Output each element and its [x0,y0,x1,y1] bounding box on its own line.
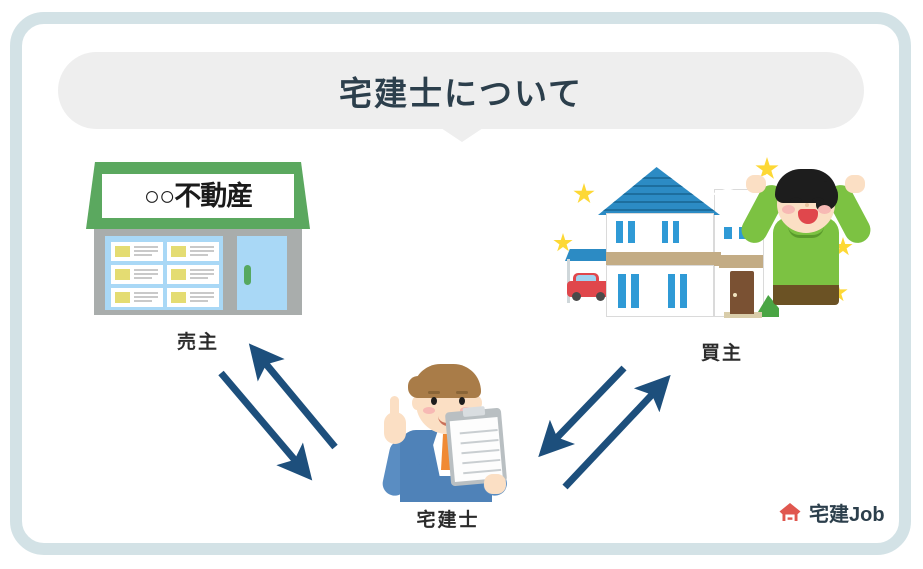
red-car-icon [567,273,611,301]
house-balcony-band [606,252,721,266]
listing-card [167,288,219,307]
listing-line [190,277,208,279]
listing-card [111,242,163,261]
clipboard-line [459,429,498,435]
house-window [629,272,641,310]
listing-line [190,300,208,302]
clipboard-clamp [462,406,486,417]
house-front-door [730,271,754,314]
listing-card [167,265,219,284]
agent-eye [431,397,437,405]
house-entry-band [719,255,763,268]
carport-roof [565,249,613,261]
house-window [678,272,689,310]
buyer-eye [790,197,802,207]
agent-eyebrow [428,391,440,394]
agent-eye [459,397,465,405]
listing-line [190,292,214,294]
buyer-eye [812,197,824,207]
listing-line [190,273,214,275]
listing-line [190,296,214,298]
agent-right-hand [484,474,506,494]
listing-line [134,254,152,256]
logo-text: 宅建Job [809,503,885,526]
sparkle-star-icon [573,183,595,204]
clipboard-line [460,439,499,445]
listing-line [134,300,152,302]
agent-left-hand [384,412,406,444]
listing-line [134,269,158,271]
listing-photo [115,269,130,280]
listing-line [134,273,158,275]
listing-photo [171,269,186,280]
listing-line [190,250,214,252]
house-window [626,219,637,245]
clipboard-line [461,448,500,455]
listing-line [134,250,158,252]
car-wheel [572,292,581,301]
listing-photo [171,292,186,303]
real-estate-store-icon: ○○不動産 [86,162,310,315]
buyer-label: 買主 [700,343,743,364]
store-sign-text: ○○不動産 [143,180,254,211]
door-knob [733,293,737,297]
buyer-right-hand [845,175,865,193]
listing-card [111,288,163,307]
page-title: 宅建士について [338,74,583,112]
agent-eyebrow [456,391,468,394]
car-window [576,275,596,283]
brand-logo[interactable]: 宅建Job [778,500,885,526]
happy-buyer-person-icon [736,159,876,319]
real-estate-agent-with-clipboard-icon [368,352,528,502]
listing-line [134,277,152,279]
listing-photo [115,246,130,257]
agent-pointing-finger [390,396,399,418]
clipboard-paper [449,417,503,482]
agent-label: 宅建士 [416,510,480,531]
house-window [614,219,625,245]
buyer-mouth [798,209,818,224]
buyer-nose [805,203,809,207]
house-icon [598,167,779,318]
house-logo-icon [779,503,801,521]
house-doorstep [724,312,762,318]
house-window [660,219,670,245]
house-and-happy-buyer-icon [553,155,876,325]
agent-hair-side [408,376,424,398]
title-speech-bubble: 宅建士について [58,52,864,129]
agent-hair [413,364,481,398]
listing-line [134,292,158,294]
listing-card [111,265,163,284]
listing-line [134,296,158,298]
buyer-cheek [782,205,795,214]
buyer-collar [788,223,824,238]
listing-photo [115,292,130,303]
listing-line [190,254,208,256]
house-roof-tiles [598,167,720,215]
agent-tie [441,434,451,470]
listing-line [134,246,158,248]
clipboard-line [462,458,501,465]
house-window [666,272,677,310]
house-window [671,219,681,245]
car-wheel [596,292,605,301]
store-sign: ○○不動産 [102,174,294,218]
house-window [616,272,628,310]
store-door-handle [244,265,251,285]
listing-photo [171,246,186,257]
seller-label: 売主 [176,332,219,353]
speech-bubble-tail [441,128,483,142]
buyer-left-hand [746,175,766,193]
listing-card [167,242,219,261]
buyer-pants [773,285,839,305]
house-window [722,225,734,241]
agent-cheek [423,407,435,414]
listing-line [190,246,214,248]
buyer-cheek [818,205,831,214]
listing-line [190,269,214,271]
